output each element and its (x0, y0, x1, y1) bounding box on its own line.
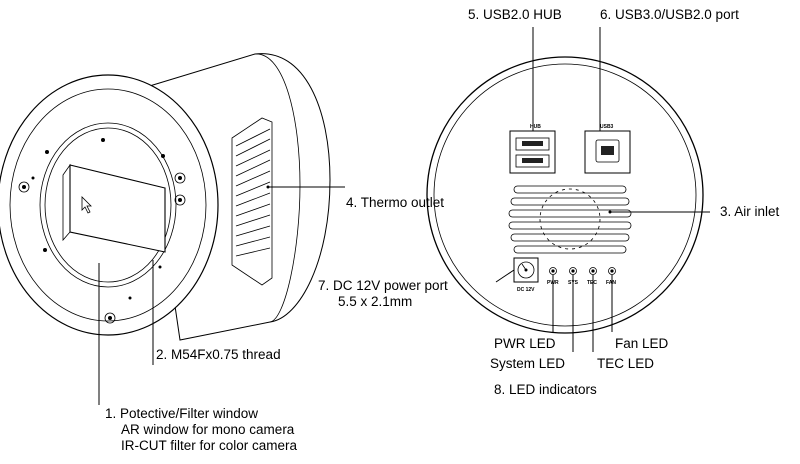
label-led-indicators: 8. LED indicators (494, 382, 597, 397)
label-thread: 2. M54Fx0.75 thread (156, 347, 281, 362)
label-fan-led: Fan LED (615, 336, 669, 351)
label-usb-port: 6. USB3.0/USB2.0 port (600, 7, 739, 22)
leader-lines (98, 27, 710, 405)
flange-screws (18, 138, 186, 324)
label-dc-port-1: 7. DC 12V power port (318, 278, 448, 293)
svg-text:FAN: FAN (606, 280, 616, 286)
label-usb-hub: 5. USB2.0 HUB (468, 7, 562, 22)
thermo-outlet-fins (231, 117, 273, 286)
usb3-port: USB3 (584, 124, 631, 174)
back-panel-outer (426, 56, 704, 334)
label-window-3: IR-CUT filter for color camera (121, 438, 298, 453)
label-air-inlet: 3. Air inlet (720, 204, 780, 219)
air-inlet-grille (508, 185, 632, 254)
pointer-icon (81, 196, 92, 214)
svg-text:DC 12V: DC 12V (517, 287, 535, 293)
camera-front-view (0, 53, 331, 341)
label-thermo-outlet: 4. Thermo outlet (346, 195, 444, 210)
label-system-led: System LED (490, 356, 565, 371)
svg-text:HUB: HUB (530, 124, 541, 130)
svg-text:USB3: USB3 (600, 124, 614, 130)
label-window-1: 1. Potective/Filter window (105, 406, 258, 421)
label-window-2: AR window for mono camera (121, 422, 295, 437)
svg-text:TEC: TEC (587, 280, 597, 286)
label-pwr-led: PWR LED (494, 336, 556, 351)
label-tec-led: TEC LED (597, 356, 654, 371)
label-dc-port-2: 5.5 x 2.1mm (338, 294, 412, 309)
camera-back-view: HUB USB3 (426, 56, 704, 334)
